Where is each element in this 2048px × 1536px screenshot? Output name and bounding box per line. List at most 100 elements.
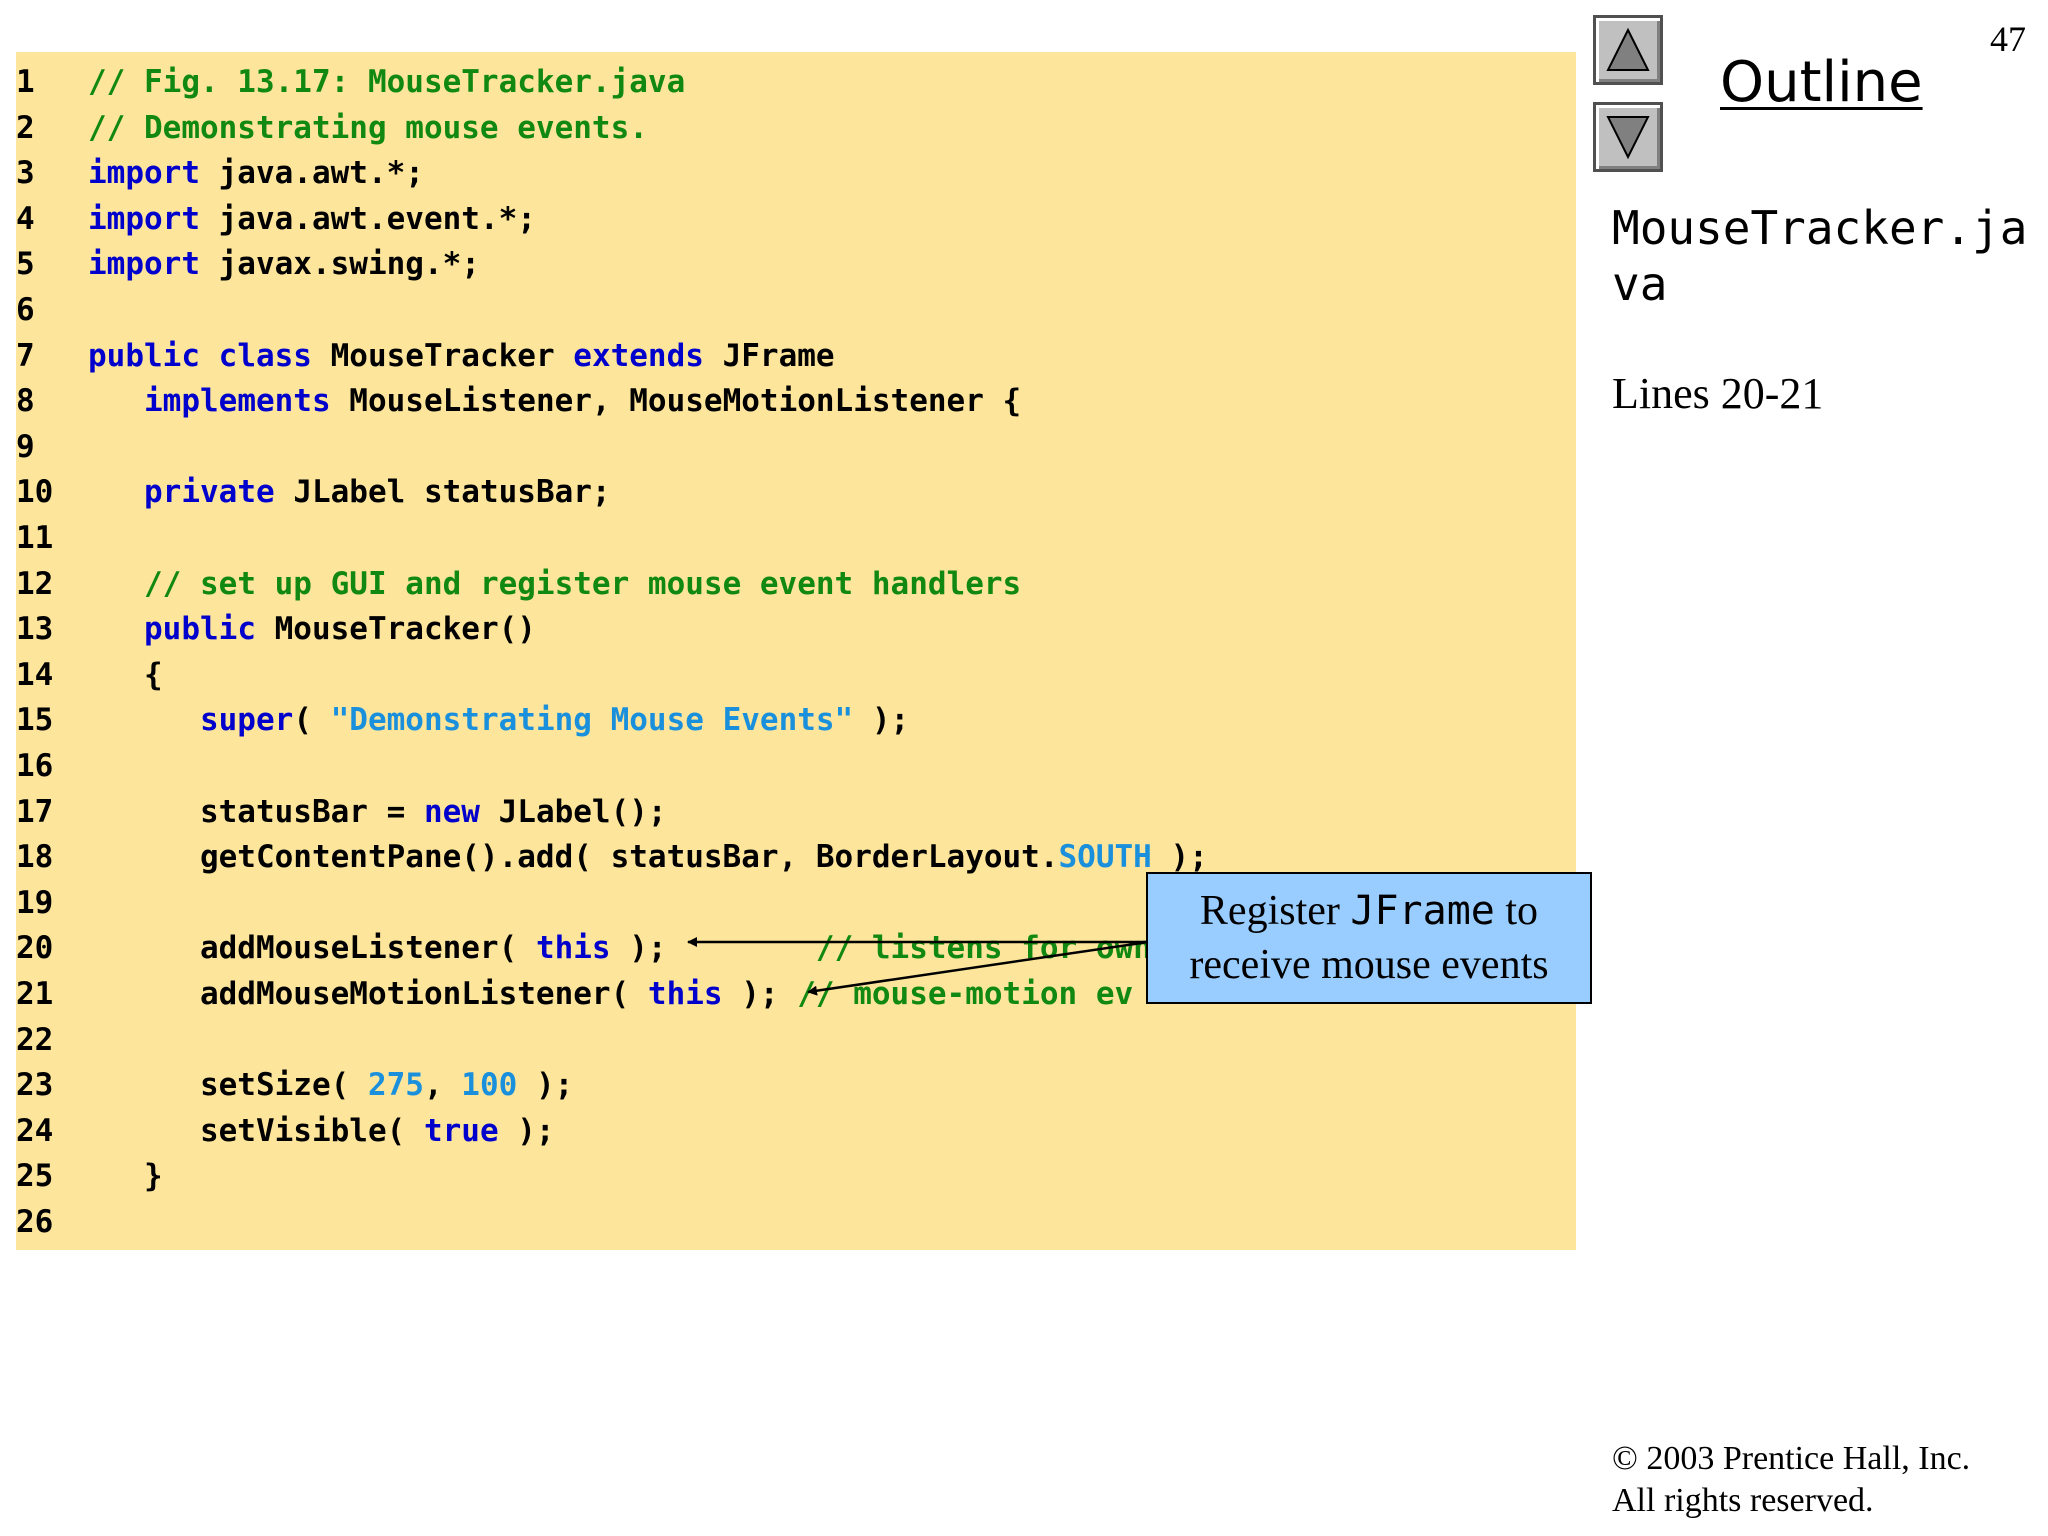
code-text: super( "Demonstrating Mouse Events" ); (88, 698, 909, 742)
code-token: JLabel statusBar; (274, 474, 611, 511)
code-token: SOUTH (1058, 839, 1152, 876)
line-number: 1 (16, 64, 35, 100)
code-token: this (535, 930, 611, 967)
code-token: ( (293, 702, 331, 739)
code-text: { (88, 653, 163, 697)
code-text: // set up GUI and register mouse event h… (88, 562, 1021, 606)
copyright-line-2: All rights reserved. (1612, 1482, 1874, 1519)
code-token: setVisible( (88, 1112, 424, 1149)
line-number: 23 (16, 1067, 54, 1104)
code-token: true (423, 1112, 499, 1149)
code-token: // Fig. 13.17: MouseTracker.java (88, 64, 686, 100)
previous-slide-button[interactable] (1593, 15, 1663, 85)
code-token (88, 383, 144, 419)
next-slide-button[interactable] (1593, 102, 1663, 172)
line-number: 26 (16, 1204, 54, 1240)
line-number: 25 (16, 1158, 54, 1195)
code-token: JLabel(); (479, 793, 667, 830)
code-listing: 1 // Fig. 13.17: MouseTracker.java 2 // Dem… (16, 52, 1576, 1250)
code-token: addMouseListener( (88, 930, 536, 967)
code-token: import (88, 155, 200, 192)
code-text: addMouseListener( this ); // listens for… (88, 926, 1152, 970)
code-token: , (423, 1067, 462, 1104)
code-token: // Demonstrating mouse events. (88, 109, 648, 146)
triangle-up-icon (1606, 27, 1650, 71)
line-number: 11 (16, 520, 54, 556)
code-token: ); (517, 1067, 574, 1104)
code-token: ); (498, 1112, 555, 1149)
callout-code: JFrame (1350, 888, 1495, 934)
code-token: // mouse-motion ev (797, 976, 1134, 1012)
code-token: 100 (461, 1067, 518, 1104)
code-token: import (88, 246, 200, 283)
code-token: statusBar = (88, 793, 424, 830)
code-token: private (144, 474, 275, 511)
code-token: "Demonstrating Mouse Events" (330, 702, 854, 739)
code-token (88, 566, 144, 602)
copyright-line-1: © 2003 Prentice Hall, Inc. (1612, 1440, 1971, 1477)
copyright: © 2003 Prentice Hall, Inc. All rights re… (1612, 1438, 1970, 1522)
line-number: 3 (16, 155, 35, 192)
code-token: javax.swing.*; (199, 246, 480, 283)
code-token: ); (722, 976, 798, 1012)
line-number: 6 (16, 292, 35, 328)
code-token: public (88, 337, 200, 374)
callout-box: Register JFrame to receive mouse events (1146, 872, 1592, 1004)
code-token (88, 474, 144, 510)
code-text: statusBar = new JLabel(); (88, 790, 667, 834)
code-token: } (88, 1158, 163, 1195)
line-number: 10 (16, 474, 54, 511)
line-number: 24 (16, 1112, 54, 1149)
file-name: MouseTracker.java (1612, 201, 2028, 311)
code-token (88, 611, 144, 647)
line-number: 19 (16, 884, 54, 921)
line-number: 18 (16, 839, 54, 876)
code-text: private JLabel statusBar; (88, 470, 611, 514)
code-token: import (88, 200, 200, 237)
code-token: ); (853, 702, 910, 739)
line-number: 15 (16, 702, 54, 739)
line-number: 8 (16, 383, 35, 420)
code-text: import java.awt.event.*; (88, 197, 536, 241)
line-number: 22 (16, 1021, 54, 1058)
code-text: public MouseTracker() (88, 607, 536, 651)
code-text: implements MouseListener, MouseMotionLis… (88, 379, 1021, 423)
code-token: super (199, 702, 294, 739)
code-token: java.awt.event.*; (199, 200, 536, 237)
line-number: 16 (16, 748, 54, 784)
code-token: getContentPane().add( statusBar, BorderL… (88, 839, 1059, 876)
code-token (88, 702, 200, 738)
code-text: // Demonstrating mouse events. (88, 106, 648, 150)
code-text: // Fig. 13.17: MouseTracker.java (88, 60, 685, 104)
code-token: // listens for own (815, 930, 1152, 967)
line-number: 17 (16, 793, 54, 830)
code-token: MouseTracker() (255, 611, 536, 648)
line-number: 2 (16, 109, 35, 146)
line-number: 4 (16, 200, 35, 237)
code-token: MouseTracker (311, 337, 574, 374)
code-token: implements (144, 383, 331, 420)
outline-title: Outline (1720, 50, 1923, 115)
code-token: ); (610, 930, 816, 967)
callout-text-after: to receive mouse events (1189, 888, 1549, 988)
code-token: new (423, 793, 480, 830)
code-token: 275 (367, 1067, 424, 1104)
line-number: 21 (16, 976, 54, 1012)
code-token: JFrame (703, 337, 835, 374)
line-number: 20 (16, 930, 54, 967)
line-number: 14 (16, 656, 54, 693)
code-text: setVisible( true ); (88, 1109, 555, 1153)
code-text: public class MouseTracker extends JFrame (88, 334, 835, 378)
code-text: } (88, 1154, 163, 1198)
line-number: 7 (16, 337, 35, 374)
code-token: public (144, 611, 256, 648)
code-token: { (88, 656, 163, 693)
code-token: MouseListener, MouseMotionListener { (330, 383, 1022, 420)
code-token: class (218, 337, 312, 374)
code-token: this (647, 976, 723, 1012)
slide-number: 47 (1990, 19, 2026, 59)
line-number: 9 (16, 428, 35, 465)
code-text: setSize( 275, 100 ); (88, 1063, 573, 1107)
line-number: 12 (16, 565, 54, 602)
